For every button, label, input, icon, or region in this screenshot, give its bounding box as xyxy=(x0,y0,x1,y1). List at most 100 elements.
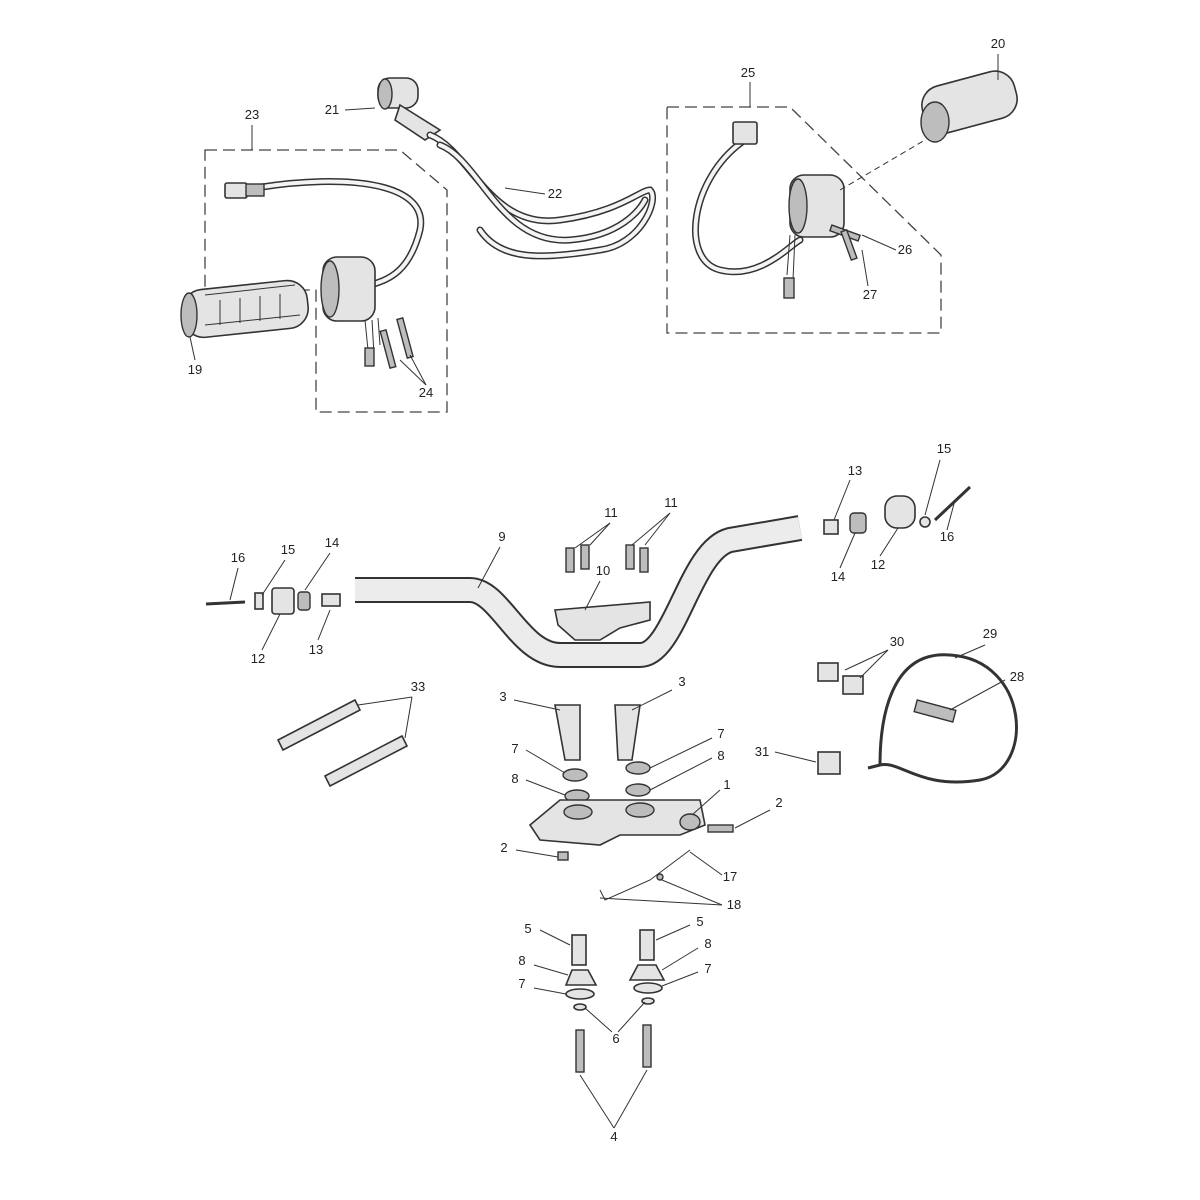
straps xyxy=(276,698,409,788)
callout-30: 30 xyxy=(890,634,904,649)
leader-line-18 xyxy=(599,897,723,906)
callout-7: 7 xyxy=(518,976,525,991)
leader-line-8 xyxy=(525,779,566,796)
leader-line-12 xyxy=(879,527,899,557)
leader-line-3 xyxy=(513,699,561,711)
callout-5: 5 xyxy=(524,921,531,936)
leader-line-15 xyxy=(924,459,941,516)
leader-line-6 xyxy=(584,1007,613,1033)
leader-line-16 xyxy=(229,567,239,601)
leader-line-33 xyxy=(404,696,413,739)
leader-line-2 xyxy=(734,809,771,829)
leader-line-31 xyxy=(774,751,817,763)
callout-14: 14 xyxy=(831,569,845,584)
leader-line-8 xyxy=(533,964,569,976)
bar-end-left xyxy=(205,587,341,615)
callout-21: 21 xyxy=(325,102,339,117)
callout-23: 23 xyxy=(245,107,259,122)
callout-5: 5 xyxy=(696,914,703,929)
callout-12: 12 xyxy=(251,651,265,666)
callout-33: 33 xyxy=(411,679,425,694)
left-grip xyxy=(180,279,309,339)
leader-line-1 xyxy=(691,789,721,816)
leader-line-29 xyxy=(954,644,986,659)
leader-line-28 xyxy=(949,679,1006,711)
leader-line-10 xyxy=(584,580,601,611)
callout-26: 26 xyxy=(898,242,912,257)
leader-line-7 xyxy=(533,987,567,995)
callout-8: 8 xyxy=(717,748,724,763)
left-switch-housing xyxy=(224,178,425,369)
leader-line-5 xyxy=(655,924,691,941)
callout-7: 7 xyxy=(704,961,711,976)
leader-line-30 xyxy=(844,649,889,671)
callout-17: 17 xyxy=(723,869,737,884)
leader-line-14 xyxy=(304,552,331,591)
callout-13: 13 xyxy=(848,463,862,478)
callout-15: 15 xyxy=(937,441,951,456)
leader-line-33 xyxy=(357,696,413,706)
callout-22: 22 xyxy=(548,186,562,201)
leader-line-7 xyxy=(525,749,566,774)
leader-line-7 xyxy=(649,737,713,769)
leader-line-5 xyxy=(539,929,571,946)
callout-24: 24 xyxy=(419,385,433,400)
throttle-cable xyxy=(377,77,657,260)
callout-9: 9 xyxy=(498,529,505,544)
leader-line-22 xyxy=(504,187,546,195)
leader-line-11 xyxy=(631,512,671,546)
leader-line-26 xyxy=(861,234,897,251)
callout-16: 16 xyxy=(940,529,954,544)
callout-31: 31 xyxy=(755,744,769,759)
leader-line-8 xyxy=(649,757,713,791)
bar-end-right xyxy=(823,485,972,535)
leader-line-11 xyxy=(574,522,611,549)
leader-line-13 xyxy=(833,479,851,521)
leader-line-24 xyxy=(399,359,427,386)
leader-line-13 xyxy=(317,609,331,641)
leader-line-4 xyxy=(579,1074,615,1129)
callout-8: 8 xyxy=(704,936,711,951)
callout-8: 8 xyxy=(511,771,518,786)
leader-line-27 xyxy=(861,249,869,287)
leader-line-4 xyxy=(613,1069,648,1129)
callout-15: 15 xyxy=(281,542,295,557)
leader-line-11 xyxy=(589,522,611,546)
callout-6: 6 xyxy=(612,1031,619,1046)
callout-7: 7 xyxy=(717,726,724,741)
heated-grip-harness xyxy=(817,653,1018,784)
leader-line-8 xyxy=(661,947,699,971)
leader-line-14 xyxy=(839,532,856,569)
callout-20: 20 xyxy=(991,36,1005,51)
callout-8: 8 xyxy=(518,953,525,968)
callout-29: 29 xyxy=(983,626,997,641)
leader-line-30 xyxy=(859,649,889,679)
leader-line-17 xyxy=(689,851,723,876)
callout-12: 12 xyxy=(871,557,885,572)
leader-line-24 xyxy=(409,354,427,386)
callout-25: 25 xyxy=(741,65,755,80)
leader-line-16 xyxy=(946,499,956,531)
callout-10: 10 xyxy=(596,563,610,578)
callout-18: 18 xyxy=(727,897,741,912)
leader-line-6 xyxy=(617,1001,646,1033)
lower-mounts xyxy=(564,929,666,1073)
leader-line-21 xyxy=(344,107,376,111)
callout-14: 14 xyxy=(325,535,339,550)
callout-16: 16 xyxy=(231,550,245,565)
leader-line-7 xyxy=(661,971,699,987)
leader-line-9 xyxy=(477,546,501,589)
callout-2: 2 xyxy=(500,840,507,855)
group-box-25 xyxy=(666,106,942,334)
group-box-23 xyxy=(204,149,448,413)
callout-11: 11 xyxy=(664,495,678,510)
callout-3: 3 xyxy=(678,674,685,689)
handlebar xyxy=(355,515,803,668)
right-grip xyxy=(920,70,1018,143)
callout-2: 2 xyxy=(775,795,782,810)
leader-line-2 xyxy=(515,849,559,858)
leader-line-18 xyxy=(661,879,723,906)
leader-line-15 xyxy=(261,559,286,596)
